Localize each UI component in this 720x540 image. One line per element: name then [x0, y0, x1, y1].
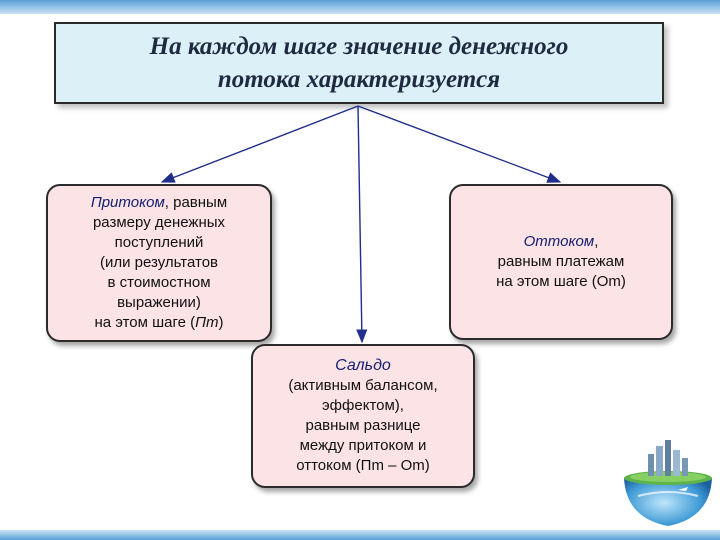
outflow-line-2: равным платежам: [498, 252, 625, 272]
inflow-line-1-rest: , равным: [165, 194, 227, 211]
inflow-line-6: выражении): [117, 293, 201, 313]
saldo-line-2: (активным балансом,: [288, 376, 437, 396]
outflow-line-3: на этом шаге (Om): [496, 272, 626, 292]
saldo-line-4: равным разнице: [305, 416, 420, 436]
node-saldo: Сальдо (активным балансом, эффектом), ра…: [251, 344, 475, 488]
inflow-line-4: (или результатов: [100, 253, 218, 273]
globe-city-illustration: [618, 430, 718, 530]
saldo-line-6: оттоком (Пm – Om): [296, 456, 430, 476]
inflow-symbol: Пm: [195, 314, 218, 331]
saldo-keyword: Сальдо: [335, 356, 391, 376]
outflow-line-1-rest: ,: [594, 233, 598, 250]
arrow-to-outflow: [358, 106, 560, 182]
outflow-line-1: Оттоком,: [524, 232, 599, 252]
node-outflow: Оттоком, равным платежам на этом шаге (O…: [449, 184, 673, 340]
inflow-line-3: поступлений: [115, 233, 204, 253]
inflow-line-1: Притоком, равным: [91, 193, 227, 213]
saldo-line-3: эффектом),: [322, 396, 404, 416]
inflow-line-2: размеру денежных: [93, 213, 225, 233]
outflow-keyword: Оттоком: [524, 233, 595, 250]
node-inflow: Притоком, равным размеру денежных поступ…: [46, 184, 272, 342]
inflow-line-7: на этом шаге (Пm): [94, 313, 223, 333]
inflow-line-7-suffix: ): [219, 314, 224, 331]
arrow-to-saldo: [358, 106, 362, 342]
inflow-line-5: в стоимостном: [107, 273, 210, 293]
inflow-keyword: Притоком: [91, 194, 165, 211]
inflow-line-7-prefix: на этом шаге (: [94, 314, 195, 331]
saldo-line-5: между притоком и: [300, 436, 427, 456]
arrow-to-inflow: [162, 106, 358, 182]
